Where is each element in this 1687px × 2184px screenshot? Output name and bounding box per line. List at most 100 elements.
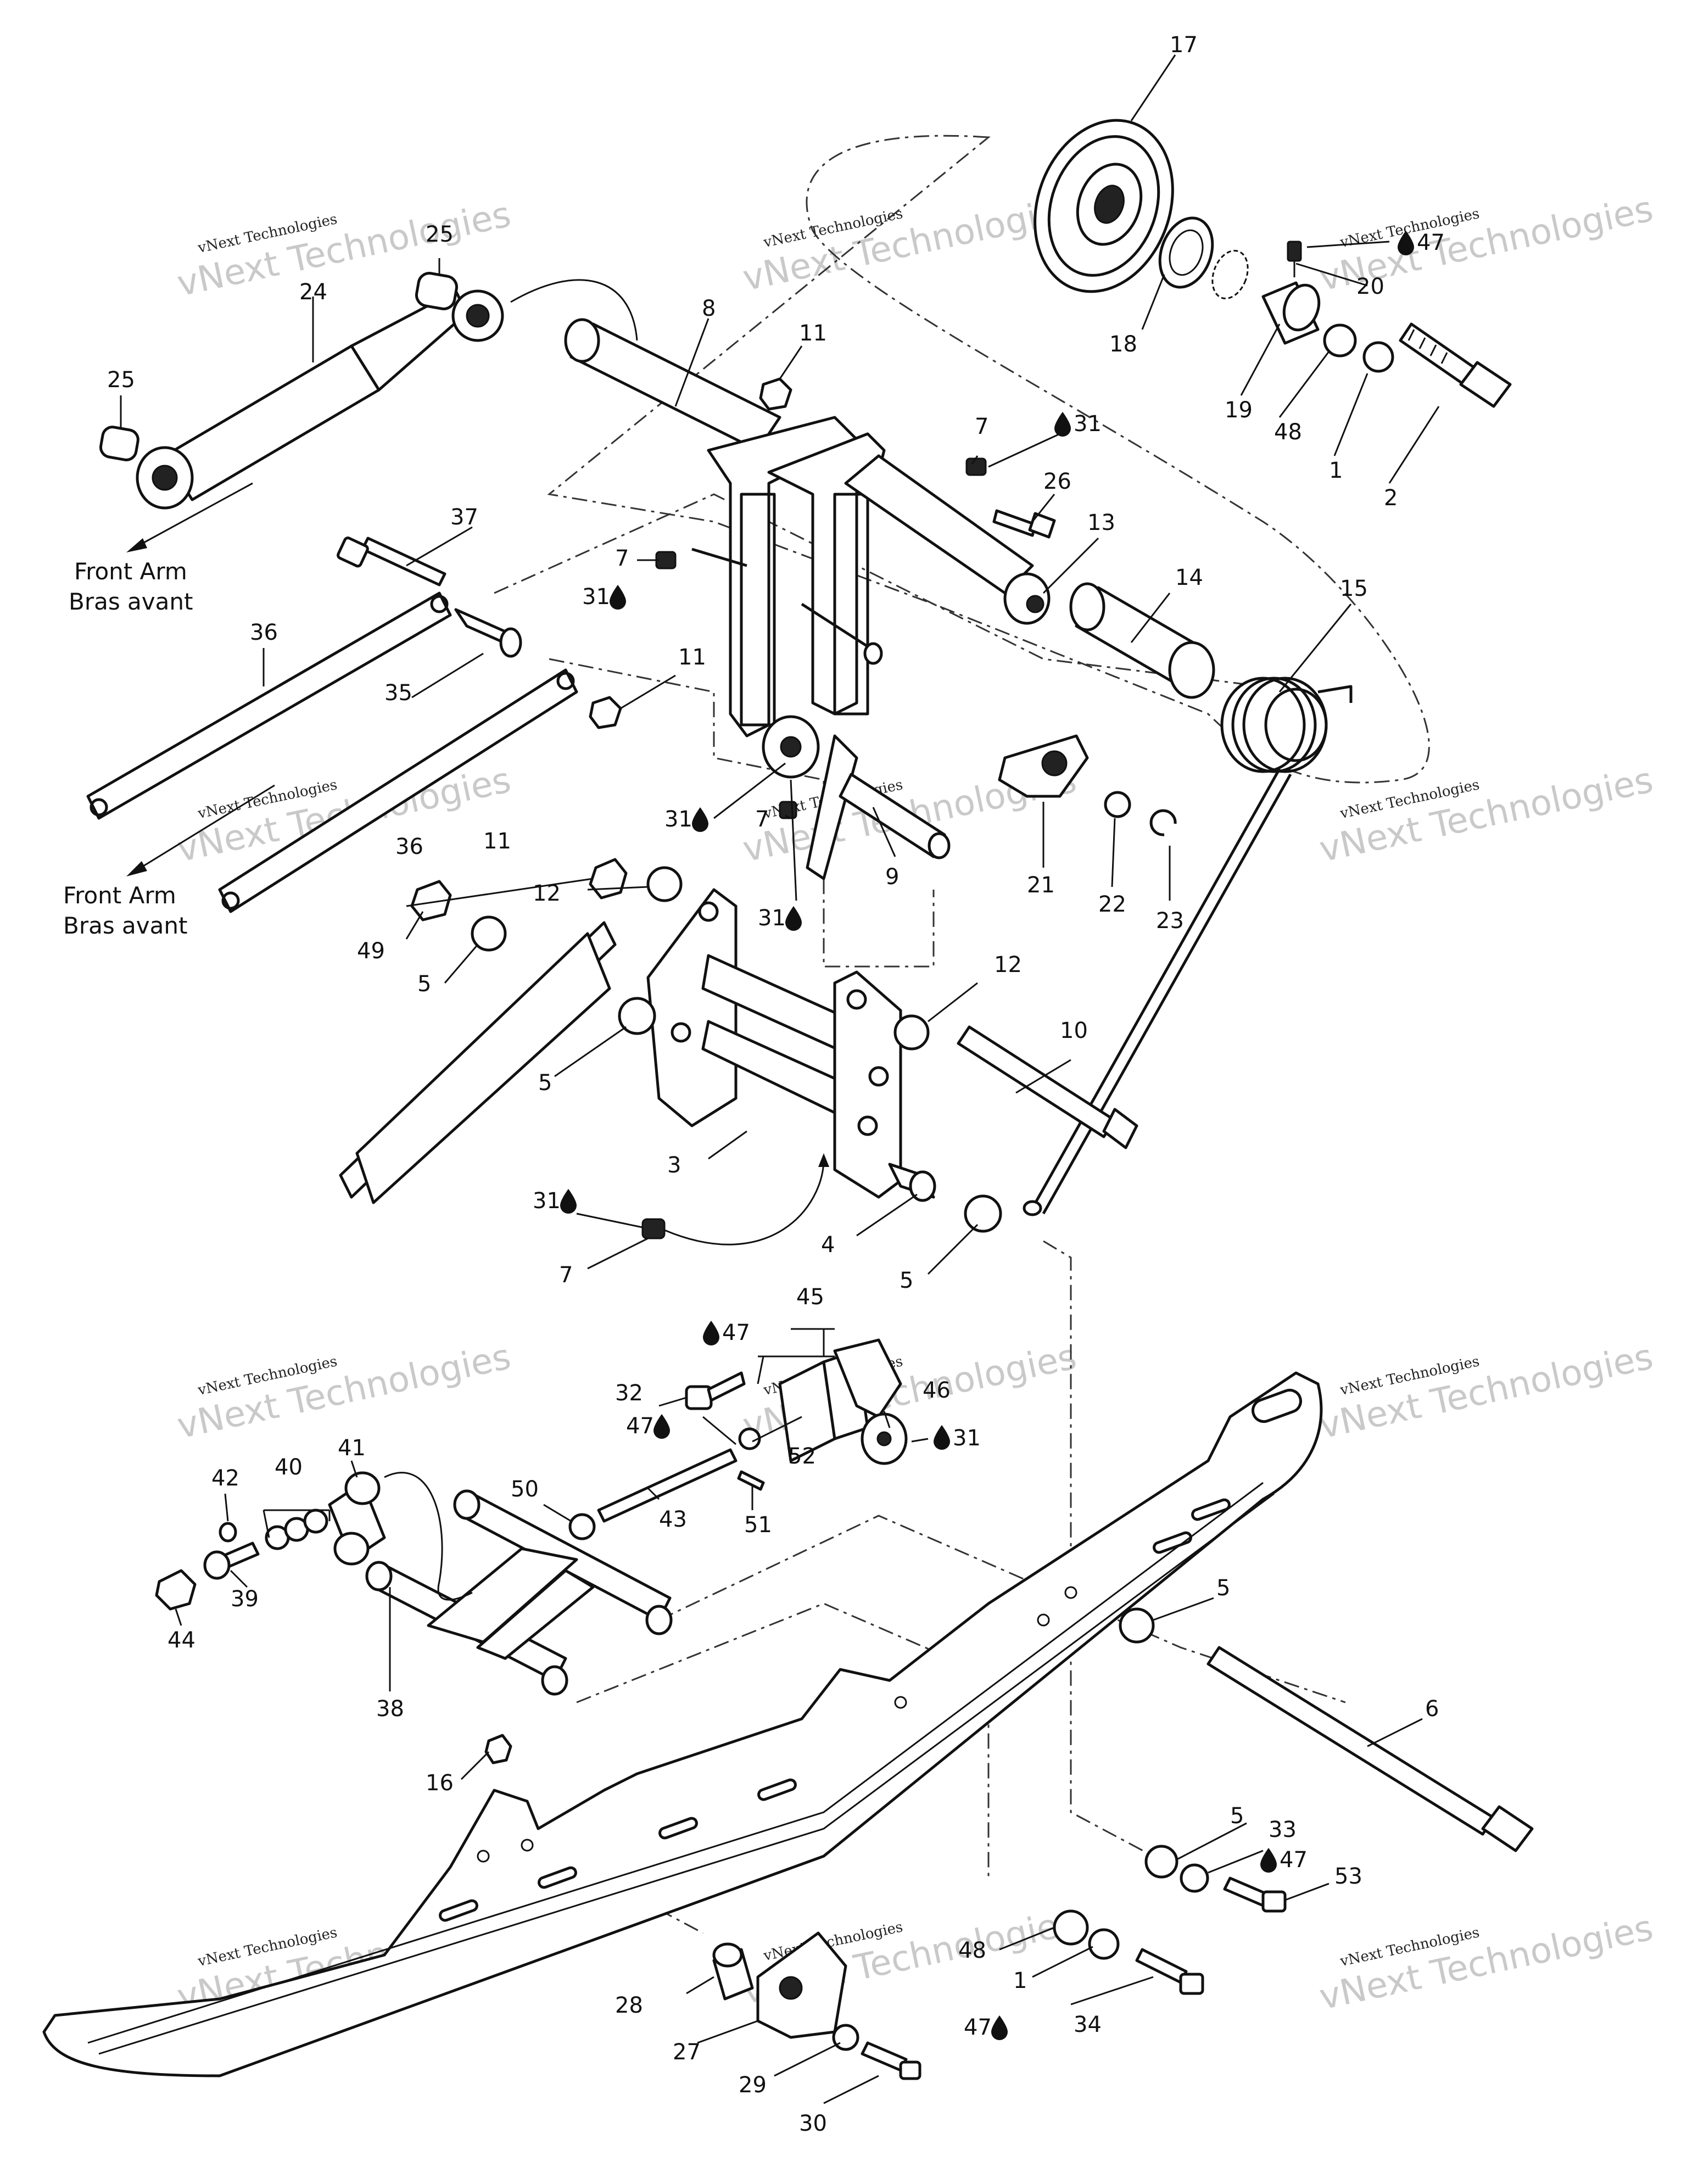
idler-wheel[interactable] (1012, 101, 1196, 311)
washer-5-bottom[interactable] (1144, 1845, 1178, 1879)
bolt-2[interactable] (1399, 322, 1512, 408)
bolt-30[interactable] (861, 2041, 921, 2080)
nut-7-right[interactable] (965, 457, 987, 476)
grease-fitting-20[interactable] (1287, 241, 1302, 277)
label-12a: 12 (533, 881, 561, 906)
nut-11-lower[interactable] (589, 858, 628, 900)
nut-7-left[interactable] (655, 551, 677, 569)
bushing-46[interactable] (861, 1412, 908, 1465)
nut-16[interactable] (484, 1734, 512, 1764)
label-18: 18 (1109, 332, 1137, 357)
shock-absorber[interactable] (136, 279, 638, 510)
slide-rail[interactable] (42, 1371, 1323, 2077)
label-43: 43 (659, 1507, 687, 1532)
bolt-10[interactable] (957, 1025, 1138, 1149)
nut-44[interactable] (155, 1569, 197, 1611)
nut-11-top[interactable] (759, 377, 792, 411)
label-7d: 7 (559, 1263, 573, 1288)
circlip-ring[interactable] (1206, 245, 1254, 303)
washer-12-right[interactable] (893, 1014, 930, 1051)
label-31f-group: 31 (934, 1425, 981, 1451)
washer-1-bottom[interactable] (1088, 1928, 1120, 1960)
bushing-14[interactable] (1069, 582, 1215, 699)
nut-7-center[interactable] (779, 801, 797, 819)
washer-22[interactable] (1104, 791, 1131, 818)
guide-line-rail (576, 1602, 990, 1878)
label-16: 16 (426, 1770, 454, 1796)
bushing-25-top[interactable] (415, 271, 459, 310)
label-40: 40 (275, 1455, 303, 1480)
axle-39[interactable] (203, 1541, 260, 1580)
washer-33[interactable] (1180, 1863, 1209, 1893)
stopper-21[interactable] (998, 734, 1089, 798)
drop-icon (991, 2015, 1008, 2040)
bolt-53[interactable] (1223, 1876, 1287, 1913)
spacer-sleeve[interactable] (1261, 280, 1325, 345)
bearing[interactable] (1150, 211, 1221, 295)
label-5e: 5 (1230, 1803, 1244, 1829)
label-47e: 47 (964, 2015, 992, 2040)
label-30: 30 (799, 2111, 827, 2136)
link-plate-36-lower[interactable] (218, 668, 578, 913)
watermark-bottom-right: vNext Technologies vNext Technologies (1316, 1908, 1656, 2018)
bolt-37[interactable] (337, 537, 446, 587)
label-31b: 31 (582, 584, 610, 610)
flat-washer-48[interactable] (1323, 323, 1357, 358)
label-39: 39 (231, 1587, 259, 1612)
bushing-28[interactable] (712, 1942, 754, 2001)
washer-5-lower[interactable] (964, 1194, 1002, 1233)
watermark-top-left: vNext Technologies vNext Technologies (174, 194, 514, 305)
drop-icon (934, 1425, 950, 1450)
washer-29[interactable] (832, 2024, 859, 2051)
pivot-arm-assembly[interactable] (564, 318, 1051, 880)
washer-40c[interactable] (303, 1509, 328, 1534)
leader-lines (120, 54, 1440, 2104)
nut-11-mid[interactable] (589, 696, 622, 729)
drop-icon (1260, 1848, 1277, 1873)
bolt-34[interactable] (1135, 1948, 1204, 1995)
lock-washer-1[interactable] (1362, 341, 1394, 373)
grease-fitting-7-lower[interactable] (641, 1153, 829, 1245)
label-35: 35 (384, 680, 412, 706)
washer-5-left[interactable] (618, 997, 656, 1035)
idler-wheel-assembly (1012, 101, 1512, 408)
bolt-32[interactable] (685, 1371, 746, 1410)
roll-pin-51[interactable] (737, 1470, 765, 1491)
label-48a: 48 (1274, 420, 1302, 445)
label-21: 21 (1027, 873, 1055, 898)
front-arm-note-bottom-fr: Bras avant (63, 912, 187, 939)
cross-member-3[interactable] (646, 888, 936, 1202)
washer-48-bottom[interactable] (1053, 1909, 1089, 1946)
bolt-26[interactable] (992, 509, 1056, 539)
rear-arm-38[interactable] (365, 1489, 673, 1696)
torsion-spring-15[interactable] (1023, 677, 1353, 1216)
label-34: 34 (1074, 2012, 1102, 2037)
label-25a: 25 (426, 222, 454, 247)
circlip-23[interactable] (1149, 809, 1177, 836)
label-28: 28 (615, 1993, 643, 2018)
washer-5-rail[interactable] (1119, 1607, 1155, 1644)
drop-icon (653, 1414, 670, 1439)
threaded-rod-43[interactable] (597, 1448, 738, 1523)
bolt-6[interactable] (1206, 1646, 1534, 1852)
label-27: 27 (673, 2040, 701, 2065)
bushing-41[interactable] (328, 1471, 473, 1601)
label-46: 46 (923, 1378, 951, 1403)
link-plate-36-upper[interactable] (86, 591, 452, 820)
label-52: 52 (788, 1444, 816, 1469)
label-38: 38 (376, 1696, 404, 1722)
label-5c: 5 (900, 1268, 913, 1293)
label-31e: 31 (533, 1188, 561, 1214)
label-7b: 7 (615, 546, 629, 571)
label-36a: 36 (250, 620, 278, 645)
washer-12-upper[interactable] (646, 866, 683, 902)
spacer-35[interactable] (454, 608, 522, 658)
label-31c-group: 31 (664, 807, 708, 832)
pin-42[interactable] (219, 1522, 237, 1543)
washer-50[interactable] (568, 1513, 596, 1540)
bushing-25-left[interactable] (99, 426, 140, 461)
washer-5-upper[interactable] (471, 915, 507, 952)
stopper-block-45[interactable] (778, 1338, 902, 1462)
slide-rail-bracket[interactable] (339, 921, 617, 1204)
